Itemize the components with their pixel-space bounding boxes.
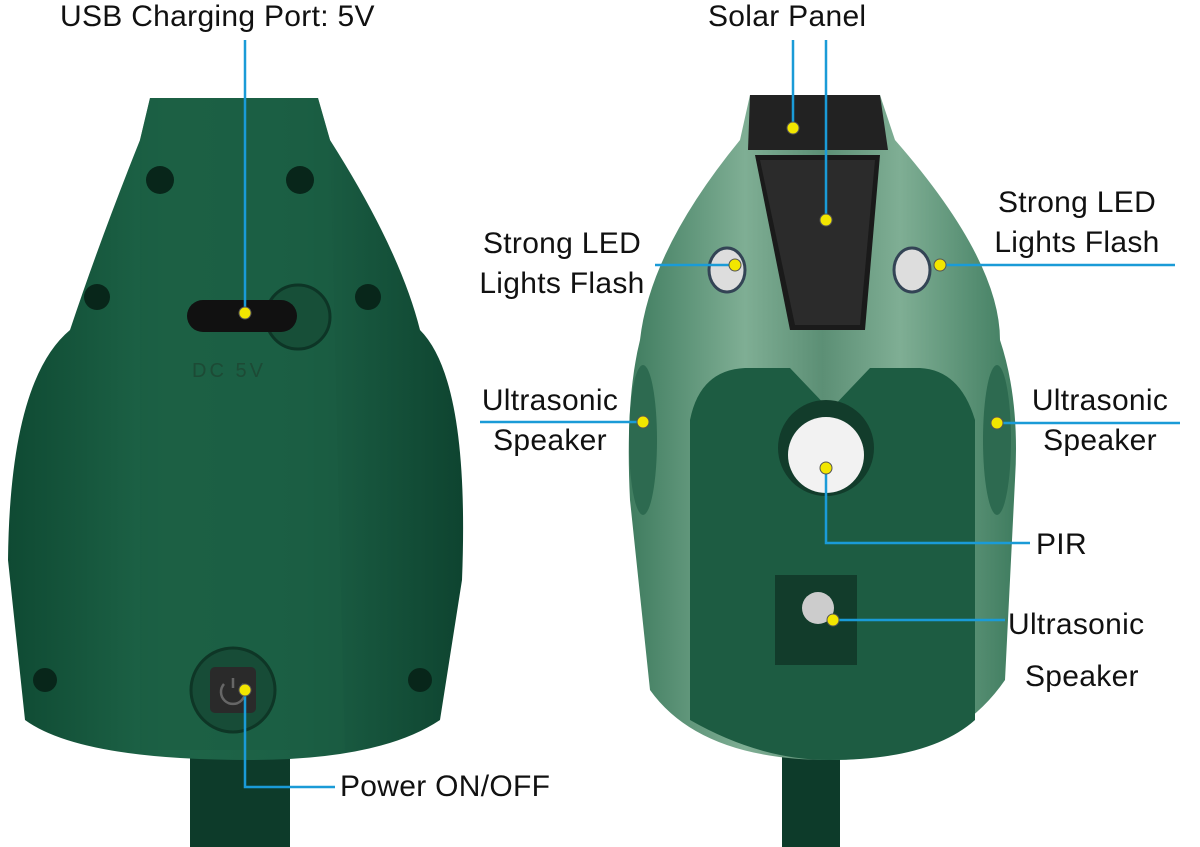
led-left-line2: Lights Flash bbox=[479, 267, 645, 300]
led-right-line1: Strong LED bbox=[997, 186, 1157, 219]
speaker-right-line1: Ultrasonic bbox=[1031, 384, 1169, 417]
solar-panel-label: Solar Panel bbox=[708, 0, 867, 33]
led-left-line1: Strong LED bbox=[482, 227, 642, 260]
speaker-bottom-line2: Speaker bbox=[1025, 660, 1139, 693]
power-label: Power ON/OFF bbox=[340, 770, 551, 803]
speaker-right-label: Ultrasonic Speaker bbox=[1010, 381, 1190, 461]
device-front-view bbox=[628, 95, 1016, 847]
callout-dots bbox=[238, 121, 1004, 697]
usb-port-label: USB Charging Port: 5V bbox=[60, 0, 375, 33]
pir-label: PIR bbox=[1036, 528, 1087, 561]
speaker-bottom-line1: Ultrasonic bbox=[1008, 608, 1145, 641]
dc-5v-embossed-text: DC 5V bbox=[192, 360, 266, 382]
led-right-line2: Lights Flash bbox=[994, 226, 1160, 259]
speaker-left-label: Ultrasonic Speaker bbox=[460, 381, 640, 461]
device-back-view bbox=[8, 98, 464, 847]
speaker-right-line2: Speaker bbox=[1043, 424, 1157, 457]
led-left-label: Strong LED Lights Flash bbox=[462, 224, 662, 304]
callout-lines bbox=[243, 40, 1180, 789]
speaker-left-line1: Ultrasonic bbox=[481, 384, 619, 417]
led-right-label: Strong LED Lights Flash bbox=[977, 183, 1177, 263]
speaker-left-line2: Speaker bbox=[493, 424, 607, 457]
